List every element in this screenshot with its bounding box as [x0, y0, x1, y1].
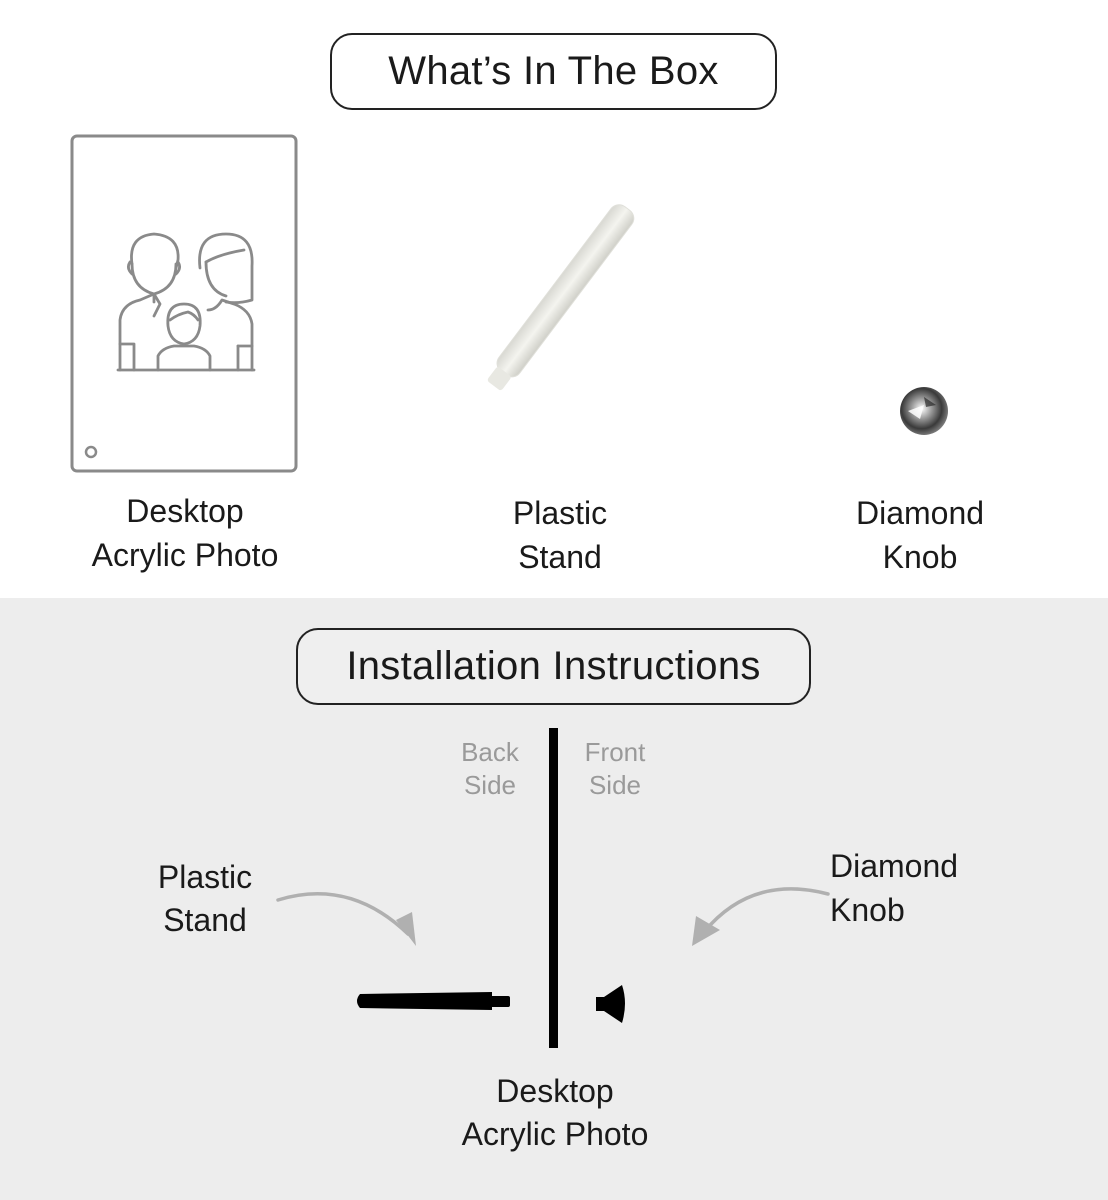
acrylic-panel-side-view [549, 728, 558, 1048]
back-side-label: Back Side [440, 736, 540, 802]
callout-line2: Stand [163, 902, 247, 938]
callout-diamond-knob: Diamond Knob [830, 844, 1010, 932]
whats-in-the-box-title: What’s In The Box [330, 33, 777, 110]
curved-arrow-left-icon [682, 878, 832, 948]
acrylic-photo-label: Desktop Acrylic Photo [410, 1070, 700, 1156]
item-label-line2: Stand [518, 539, 602, 575]
diamond-knob-icon [896, 385, 952, 441]
item-label-line1: Diamond [855, 495, 985, 531]
acrylic-photo-family-icon [70, 134, 298, 474]
installation-instructions-section: Installation Instructions Back Side Fron… [0, 598, 1108, 1200]
section-title-text: What’s In The Box [388, 49, 719, 93]
installation-instructions-title: Installation Instructions [296, 628, 811, 705]
item-label-line1: Plastic [512, 495, 608, 531]
acrylic-photo-label-line1: Desktop [496, 1073, 614, 1109]
item-label-acrylic-photo: Desktop Acrylic Photo [40, 489, 330, 577]
item-label-line2: Knob [882, 539, 958, 575]
callout-line2: Knob [830, 892, 905, 928]
acrylic-photo-label-line2: Acrylic Photo [461, 1116, 649, 1152]
item-label-plastic-stand: Plastic Stand [430, 491, 690, 579]
callout-line1: Plastic [157, 859, 253, 895]
back-side-line1: Back [461, 737, 519, 767]
front-side-line2: Side [588, 770, 642, 800]
front-side-label: Front Side [565, 736, 665, 802]
callout-line1: Diamond [830, 848, 959, 884]
curved-arrow-right-icon [270, 878, 430, 948]
plastic-stand-side-view-icon [354, 990, 514, 1014]
item-label-line1: Desktop [126, 493, 244, 529]
diamond-knob-side-view-icon [594, 983, 628, 1025]
whats-in-the-box-section: What’s In The Box [0, 0, 1108, 598]
item-label-line2: Acrylic Photo [91, 537, 279, 573]
section-title-text: Installation Instructions [346, 644, 761, 688]
callout-plastic-stand: Plastic Stand [120, 856, 290, 942]
front-side-line1: Front [584, 737, 646, 767]
plastic-stand-icon [450, 178, 670, 418]
item-label-diamond-knob: Diamond Knob [800, 491, 1040, 579]
back-side-line2: Side [463, 770, 517, 800]
